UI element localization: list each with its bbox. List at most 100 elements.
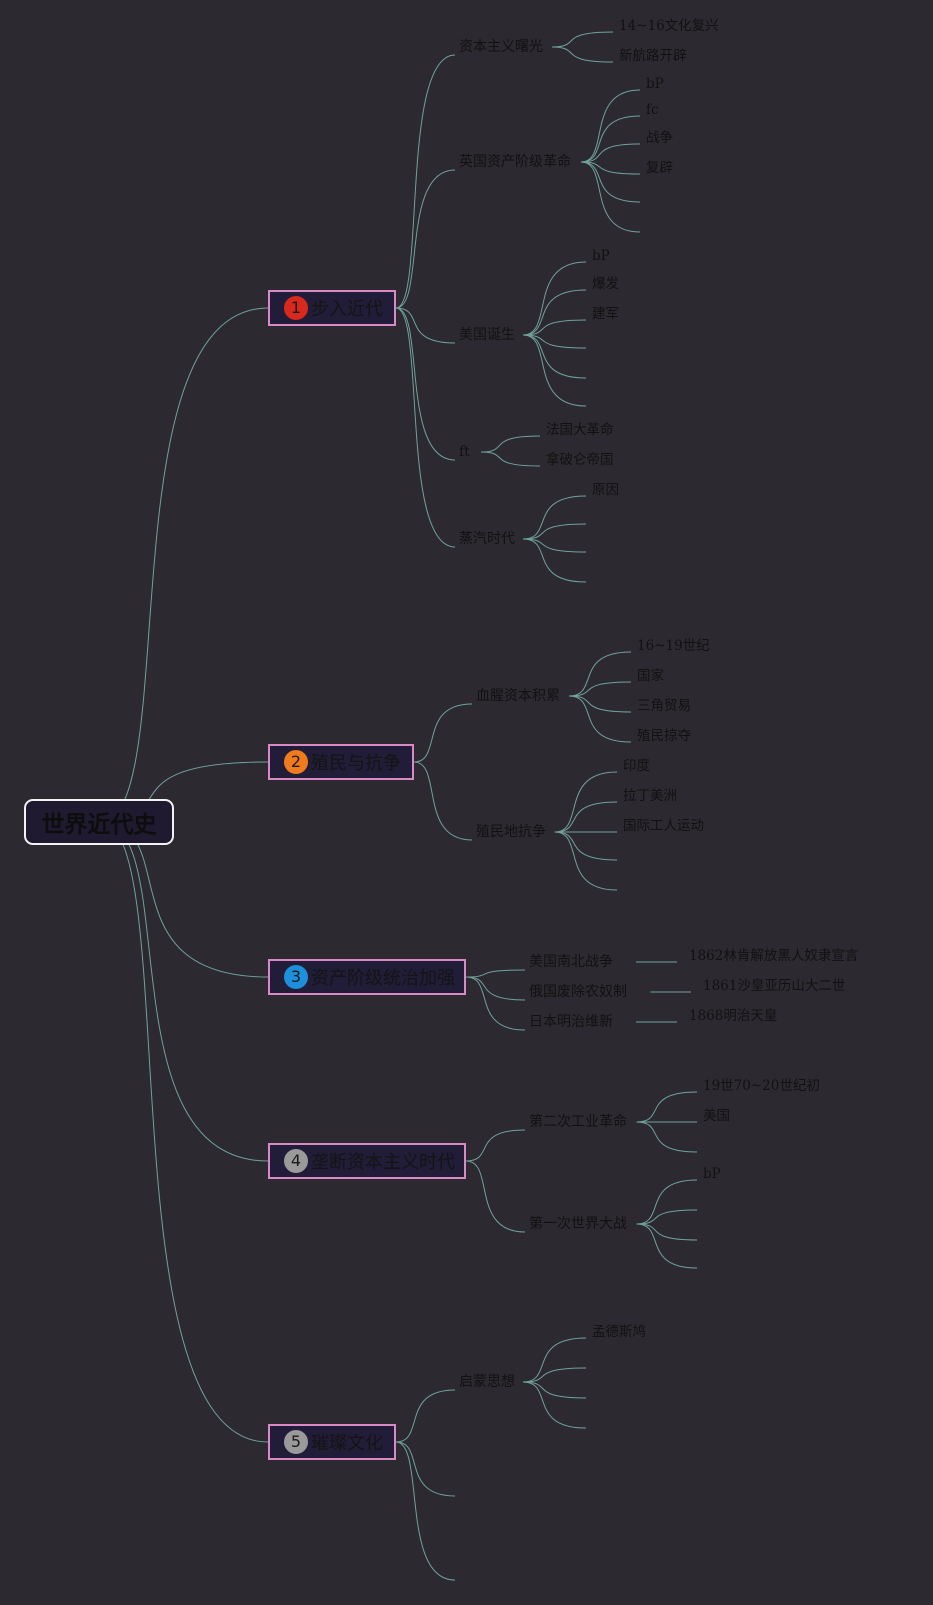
leaf-1-3-4-line xyxy=(522,334,587,349)
subtopic-2-2[interactable]: 殖民地抗争 xyxy=(476,824,546,840)
topic-5-sub-1-line xyxy=(395,1389,456,1443)
root-label: 世界近代史 xyxy=(41,812,157,838)
topic-5-sub-3-line xyxy=(395,1441,456,1581)
topic-label: 殖民与抗争 xyxy=(311,753,401,774)
leaf-1-5-2-line xyxy=(522,523,587,540)
leaf-3-3-1[interactable]: 1868明治天皇 xyxy=(689,1008,778,1024)
leaf-5-1-4-line xyxy=(522,1381,587,1429)
leaf-4-2-3-line xyxy=(636,1223,698,1241)
leaf-2-2-2-line xyxy=(554,801,618,833)
leaf-1-3-1-line xyxy=(522,261,587,336)
root-topic-4-line xyxy=(99,821,269,1162)
leaf-1-3-2-line xyxy=(522,289,587,336)
leaf-1-3-3-line xyxy=(522,319,587,336)
leaf-1-3-6-line xyxy=(522,334,587,407)
leaf-5-1-1[interactable]: 孟德斯鸠 xyxy=(592,1324,646,1340)
subtopic-1-2[interactable]: 英国资产阶级革命 xyxy=(459,154,571,170)
leaf-2-2-3[interactable]: 国际工人运动 xyxy=(623,818,704,834)
topic-1-sub-4-line xyxy=(395,307,456,461)
leaf-1-2-2-line xyxy=(580,115,641,163)
leaf-4-1-1[interactable]: 19世70~20世纪初 xyxy=(703,1078,820,1094)
subtopic-5-1[interactable]: 启蒙思想 xyxy=(459,1374,515,1390)
subtopic-1-4[interactable]: ft xyxy=(459,444,470,460)
topic-1-sub-5-line xyxy=(395,307,456,548)
leaf-2-1-3[interactable]: 三角贸易 xyxy=(637,698,691,714)
leaf-1-2-4[interactable]: 复辟 xyxy=(646,160,673,176)
topic-2-sub-1-line xyxy=(413,703,473,763)
leaf-5-1-3-line xyxy=(522,1381,587,1399)
topic-2-sub-2-line xyxy=(413,761,473,841)
leaf-3-1-1[interactable]: 1862林肯解放黑人奴隶宣言 xyxy=(689,948,859,964)
subtopic-1-5[interactable]: 蒸汽时代 xyxy=(459,531,515,547)
topic-1-sub-2-line xyxy=(395,169,456,309)
leaf-1-2-1[interactable]: bP xyxy=(646,76,664,92)
leaf-2-1-1-line xyxy=(568,651,632,697)
topic-label: 资产阶级统治加强 xyxy=(311,968,455,989)
root-topic-1-line xyxy=(99,307,269,823)
leaf-2-2-1-line xyxy=(554,771,618,833)
leaf-1-5-1-line xyxy=(522,495,587,540)
number-badge-icon: 3 xyxy=(284,965,308,989)
root-topic-5-line xyxy=(99,821,269,1443)
leaf-1-3-1[interactable]: bP xyxy=(592,248,610,264)
leaf-1-2-1-line xyxy=(580,89,641,163)
subtopic-3-1[interactable]: 美国南北战争 xyxy=(529,954,613,970)
leaf-1-5-1[interactable]: 原因 xyxy=(592,482,619,498)
topic-1-sub-1-line xyxy=(395,54,456,309)
leaf-1-2-5-line xyxy=(580,161,641,203)
leaf-1-4-1[interactable]: 法国大革命 xyxy=(546,422,614,438)
leaf-1-1-1[interactable]: 14~16文化复兴 xyxy=(619,18,719,34)
leaf-4-2-1[interactable]: bP xyxy=(703,1166,721,1182)
topic-5-sub-2-line xyxy=(395,1441,456,1497)
number-badge-icon: 2 xyxy=(284,750,308,774)
leaf-1-1-2-line xyxy=(551,46,614,63)
leaf-2-1-2[interactable]: 国家 xyxy=(637,668,664,684)
subtopic-3-3[interactable]: 日本明治维新 xyxy=(529,1014,613,1030)
topic-4-sub-1-line xyxy=(465,1129,526,1162)
leaf-2-2-2[interactable]: 拉丁美洲 xyxy=(623,788,677,804)
leaf-1-4-1-line xyxy=(480,435,541,453)
leaf-2-2-5-line xyxy=(554,831,618,891)
leaf-2-2-1[interactable]: 印度 xyxy=(623,758,650,774)
number-badge-icon: 1 xyxy=(284,296,308,320)
leaf-4-1-2[interactable]: 美国 xyxy=(703,1108,730,1124)
leaf-2-1-1[interactable]: 16~19世纪 xyxy=(637,638,710,654)
number-badge-icon: 5 xyxy=(284,1430,308,1454)
leaf-1-2-3[interactable]: 战争 xyxy=(646,130,673,146)
topic-3-sub-1-line xyxy=(465,969,526,978)
leaf-1-4-2[interactable]: 拿破仑帝国 xyxy=(546,452,614,468)
root-node[interactable]: 世界近代史 xyxy=(24,799,174,845)
root-topic-3-line xyxy=(99,821,269,978)
subtopic-2-1[interactable]: 血腥资本积累 xyxy=(476,688,560,704)
leaf-4-1-3-line xyxy=(636,1121,698,1153)
leaf-1-3-3[interactable]: 建军 xyxy=(592,306,619,322)
leaf-1-2-6-line xyxy=(580,161,641,233)
topic-3-sub-3-line xyxy=(465,976,526,1031)
topic-label: 垄断资本主义时代 xyxy=(311,1152,455,1173)
leaf-2-1-4-line xyxy=(568,695,632,743)
leaf-1-1-1-line xyxy=(551,31,614,48)
topic-4-sub-2-line xyxy=(465,1160,526,1233)
topic-label: 步入近代 xyxy=(311,299,383,320)
leaf-2-1-4[interactable]: 殖民掠夺 xyxy=(637,728,691,744)
leaf-1-1-2[interactable]: 新航路开辟 xyxy=(619,48,687,64)
subtopic-4-1[interactable]: 第二次工业革命 xyxy=(529,1114,627,1130)
subtopic-3-2[interactable]: 俄国废除农奴制 xyxy=(529,984,627,1000)
leaf-1-3-2[interactable]: 爆发 xyxy=(592,276,619,292)
leaf-4-2-4-line xyxy=(636,1223,698,1269)
leaf-5-1-1-line xyxy=(522,1337,587,1383)
leaf-2-1-3-line xyxy=(568,695,632,713)
leaf-4-2-2-line xyxy=(636,1209,698,1225)
subtopic-1-3[interactable]: 美国诞生 xyxy=(459,327,515,343)
leaf-3-2-1[interactable]: 1861沙皇亚历山大二世 xyxy=(703,978,846,994)
leaf-1-2-2[interactable]: fc xyxy=(646,102,659,118)
subtopic-4-2[interactable]: 第一次世界大战 xyxy=(529,1216,627,1232)
subtopic-1-1[interactable]: 资本主义曙光 xyxy=(459,39,543,55)
